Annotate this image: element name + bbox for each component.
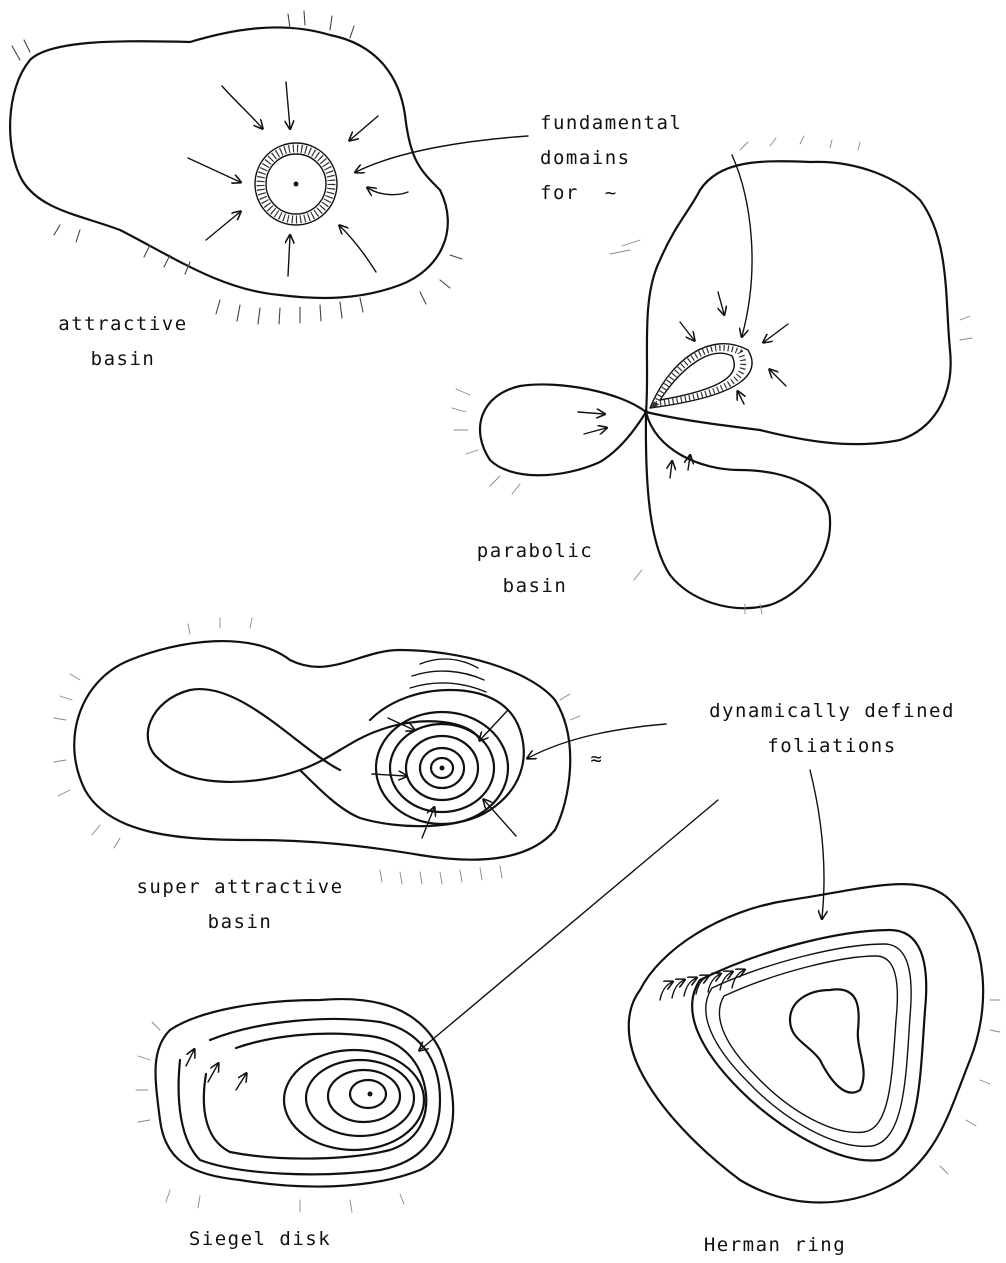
herman-inner-curves bbox=[706, 944, 911, 1146]
siegel-rotation-arrows bbox=[186, 1050, 246, 1090]
superattracting-level-curves bbox=[300, 690, 524, 826]
herman-ring-outer-boundary bbox=[629, 884, 983, 1202]
super-attractive-basin bbox=[54, 618, 580, 884]
parabolic-fixed-point bbox=[644, 410, 648, 414]
label-attractive-basin: attractive basin bbox=[48, 307, 198, 377]
superattracting-point bbox=[440, 766, 445, 771]
super-attractive-top-arcs bbox=[410, 659, 486, 692]
label-fundamental-domains: fundamental domains for ~ bbox=[540, 106, 720, 211]
label-parabolic-basin: parabolic basin bbox=[460, 534, 610, 604]
parabolic-lower-petal bbox=[646, 412, 830, 608]
herman-ring-inner-boundary bbox=[790, 989, 864, 1092]
attractive-basin-hatching bbox=[12, 11, 462, 324]
herman-ring bbox=[629, 884, 1000, 1202]
inward-arrows-parabolic bbox=[578, 292, 788, 478]
herman-ring-hatching bbox=[940, 1000, 1000, 1174]
label-super-attractive-basin: super attractive basin bbox=[110, 870, 370, 940]
siegel-invariant-curves bbox=[179, 1019, 440, 1174]
attractive-basin bbox=[10, 11, 462, 324]
label-dynamically-defined-foliations: dynamically defined foliations bbox=[682, 694, 982, 764]
siegel-center bbox=[368, 1092, 373, 1097]
label-approx-symbol: ≈ bbox=[585, 742, 609, 777]
parabolic-left-petal bbox=[480, 384, 646, 475]
fundamental-domain-petal bbox=[650, 344, 752, 408]
label-herman-ring: Herman ring bbox=[690, 1228, 860, 1263]
label-siegel-disk: Siegel disk bbox=[175, 1222, 345, 1257]
inward-arrows-attractive bbox=[188, 82, 408, 276]
siegel-disk bbox=[136, 999, 453, 1212]
foliations-pointers bbox=[420, 724, 824, 1050]
attracting-fixed-point bbox=[294, 182, 299, 187]
attractive-basin-boundary bbox=[10, 27, 448, 298]
super-attractive-boundary bbox=[74, 641, 570, 860]
herman-rotation-arrows bbox=[660, 970, 744, 1000]
